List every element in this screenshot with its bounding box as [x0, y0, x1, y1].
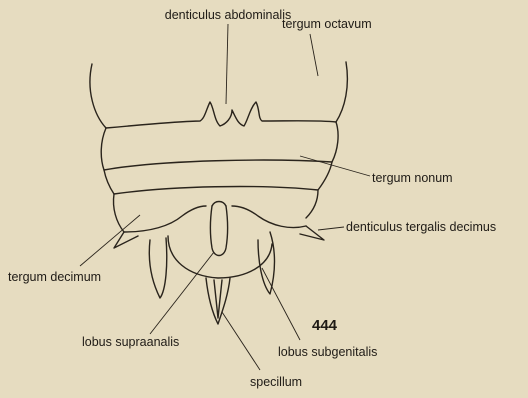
left-appendage	[149, 238, 166, 298]
label-specillum: specillum	[250, 375, 302, 389]
right-appendage	[258, 232, 275, 294]
label-lobus-subgenitalis: lobus subgenitalis	[278, 345, 377, 359]
lobus-supraanalis-shape	[211, 206, 228, 256]
leader-denticulus-tergalis-decimus	[318, 227, 344, 230]
leader-tergum-decimum	[80, 215, 140, 266]
leader-specillum	[222, 312, 260, 370]
label-tergum-decimum: tergum decimum	[8, 270, 101, 284]
figure-number: 444	[312, 317, 338, 334]
leader-tergum-octavum	[310, 34, 318, 76]
tergum-octavum-outline-right	[336, 62, 347, 122]
leader-lobus-supraanalis	[150, 252, 214, 334]
lobus-subgenitalis-shape	[168, 236, 272, 278]
leader-tergum-nonum	[300, 156, 370, 176]
abdomen-drawing	[90, 62, 347, 324]
labels: denticulus abdominalis tergum octavum te…	[8, 8, 496, 389]
label-denticulus-tergalis-decimus: denticulus tergalis decimus	[346, 220, 496, 234]
label-tergum-octavum: tergum octavum	[282, 17, 372, 31]
label-tergum-nonum: tergum nonum	[372, 171, 453, 185]
denticulus-tergalis-decimus-right	[300, 226, 324, 240]
leader-denticulus-abdominalis	[226, 24, 228, 104]
label-denticulus-abdominalis: denticulus abdominalis	[165, 8, 291, 22]
tergum-nonum-outline	[101, 122, 338, 170]
tergum-octavum-outline	[90, 64, 106, 128]
leader-lobus-subgenitalis	[262, 268, 300, 340]
denticulus-abdominalis-shape	[106, 102, 336, 128]
tergum-nonum-lower	[104, 170, 114, 194]
label-lobus-supraanalis: lobus supraanalis	[82, 335, 179, 349]
